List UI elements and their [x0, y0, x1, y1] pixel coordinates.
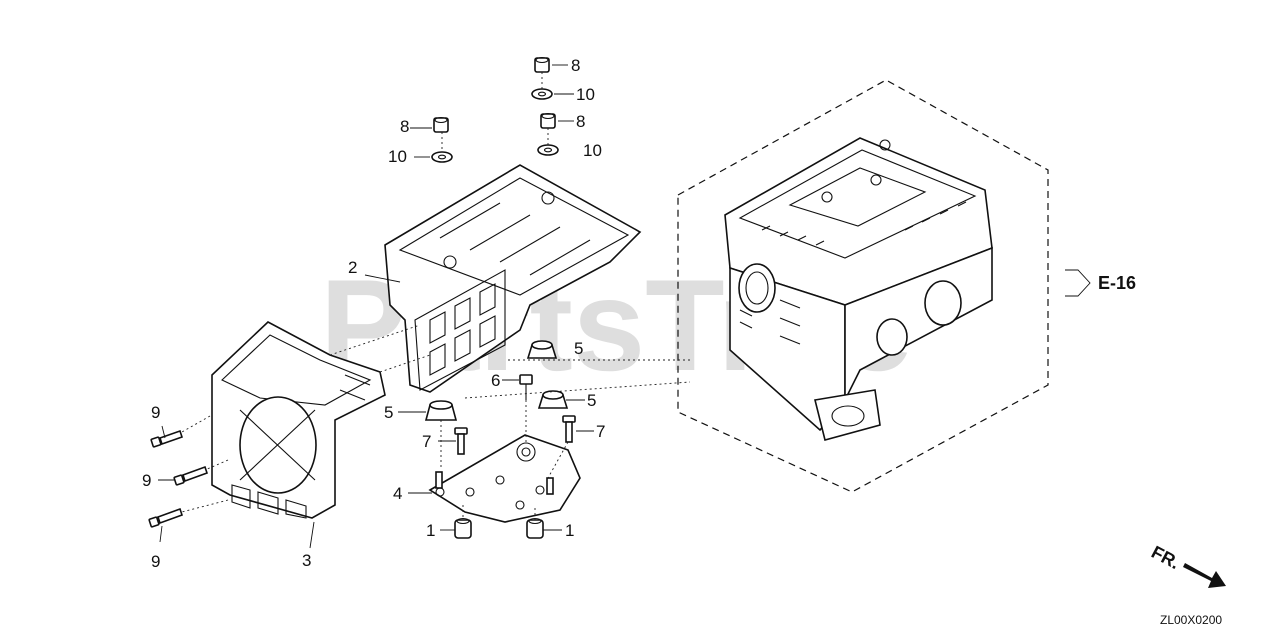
callout-7-left: 7 — [422, 432, 431, 451]
callout-9-bottom: 9 — [151, 552, 160, 571]
callout-5-left: 5 — [384, 403, 393, 422]
part-2-bracket — [384, 164, 642, 393]
callout-5-top: 5 — [574, 339, 583, 358]
damper-1-right — [526, 517, 544, 539]
screw-9-top — [150, 429, 184, 448]
screw-7-right — [562, 415, 576, 443]
front-direction-label: FR. — [1148, 542, 1183, 573]
washer-10-right — [537, 144, 559, 156]
nut-8-right — [540, 112, 556, 129]
rubber-mount-5-left — [424, 400, 458, 421]
callout-3: 3 — [302, 551, 311, 570]
callout-9-middle: 9 — [142, 471, 151, 490]
washer-10-left — [431, 151, 453, 163]
callout-1-right: 1 — [565, 521, 574, 540]
callout-5-right: 5 — [587, 391, 596, 410]
callout-10-right: 10 — [583, 141, 602, 160]
front-arrow-icon — [1183, 563, 1226, 588]
leader-lines — [158, 64, 691, 549]
bolt-6 — [519, 374, 533, 400]
nut-8-left — [433, 116, 449, 133]
front-direction-indicator: FR. — [1148, 542, 1226, 588]
muffler-assembly-boundary — [677, 79, 1049, 493]
rubber-mount-5-right — [537, 390, 569, 409]
nut-8-top — [534, 56, 550, 73]
callout-9-top: 9 — [151, 403, 160, 422]
callout-4: 4 — [393, 484, 402, 503]
callout-2: 2 — [348, 258, 357, 277]
callout-6: 6 — [491, 371, 500, 390]
screw-9-bottom — [148, 507, 184, 528]
callout-8-left: 8 — [400, 117, 409, 136]
fasteners — [148, 56, 576, 539]
part-3-protector — [211, 321, 386, 519]
part-4-mounting-plate — [428, 434, 581, 523]
rubber-mount-5-top — [526, 340, 558, 359]
screw-7-left — [454, 427, 468, 455]
callout-10-left: 10 — [388, 147, 407, 166]
callout-7-right: 7 — [596, 422, 605, 441]
callout-8-top: 8 — [571, 56, 580, 75]
reference-label: E-16 — [1098, 273, 1136, 293]
callout-1-left: 1 — [426, 521, 435, 540]
damper-1-left — [454, 517, 472, 539]
drawing-code: ZL00X0200 — [1160, 613, 1222, 627]
muffler-assembly — [724, 137, 993, 441]
callout-8-right: 8 — [576, 112, 585, 131]
callout-10-top: 10 — [576, 85, 595, 104]
screw-9-middle — [173, 465, 209, 486]
washer-10-top — [531, 88, 553, 100]
reference-arrow-icon — [1065, 269, 1091, 297]
